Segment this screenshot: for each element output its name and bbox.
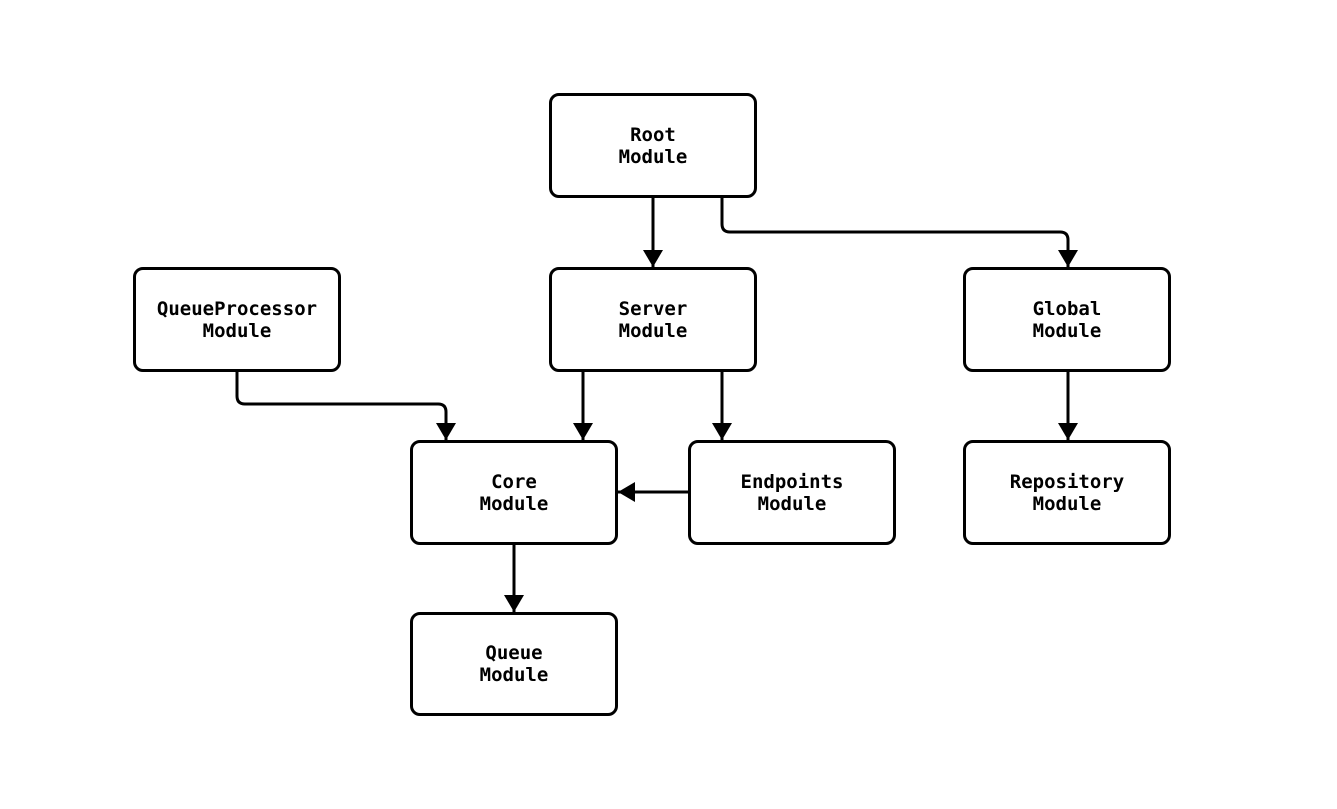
node-label-server: Server Module xyxy=(618,297,688,342)
node-label-global: Global Module xyxy=(1032,297,1102,342)
node-label-queueprocessor: QueueProcessor Module xyxy=(156,297,318,342)
edge-root-to-global xyxy=(720,198,1070,267)
arrowhead-root-to-global xyxy=(1058,250,1078,267)
edge-queueprocessor-to-core xyxy=(235,372,448,440)
arrowhead-global-to-repository xyxy=(1058,423,1078,440)
node-repository: Repository Module xyxy=(963,440,1171,545)
node-label-root: Root Module xyxy=(618,123,688,168)
node-core: Core Module xyxy=(410,440,618,545)
node-label-endpoints: Endpoints Module xyxy=(740,470,844,515)
node-root: Root Module xyxy=(549,93,757,198)
arrowhead-core-to-queue xyxy=(504,595,524,612)
node-server: Server Module xyxy=(549,267,757,372)
node-endpoints: Endpoints Module xyxy=(688,440,896,545)
arrowhead-server-to-core xyxy=(573,423,593,440)
node-label-repository: Repository Module xyxy=(1009,470,1125,515)
node-global: Global Module xyxy=(963,267,1171,372)
arrowhead-server-to-endpoints xyxy=(712,423,732,440)
arrowhead-endpoints-to-core xyxy=(618,482,635,502)
node-queue: Queue Module xyxy=(410,612,618,716)
arrowhead-root-to-server xyxy=(643,250,663,267)
node-queueprocessor: QueueProcessor Module xyxy=(133,267,341,372)
arrowhead-queueprocessor-to-core xyxy=(436,423,456,440)
node-label-queue: Queue Module xyxy=(479,642,549,686)
node-label-core: Core Module xyxy=(479,470,549,515)
